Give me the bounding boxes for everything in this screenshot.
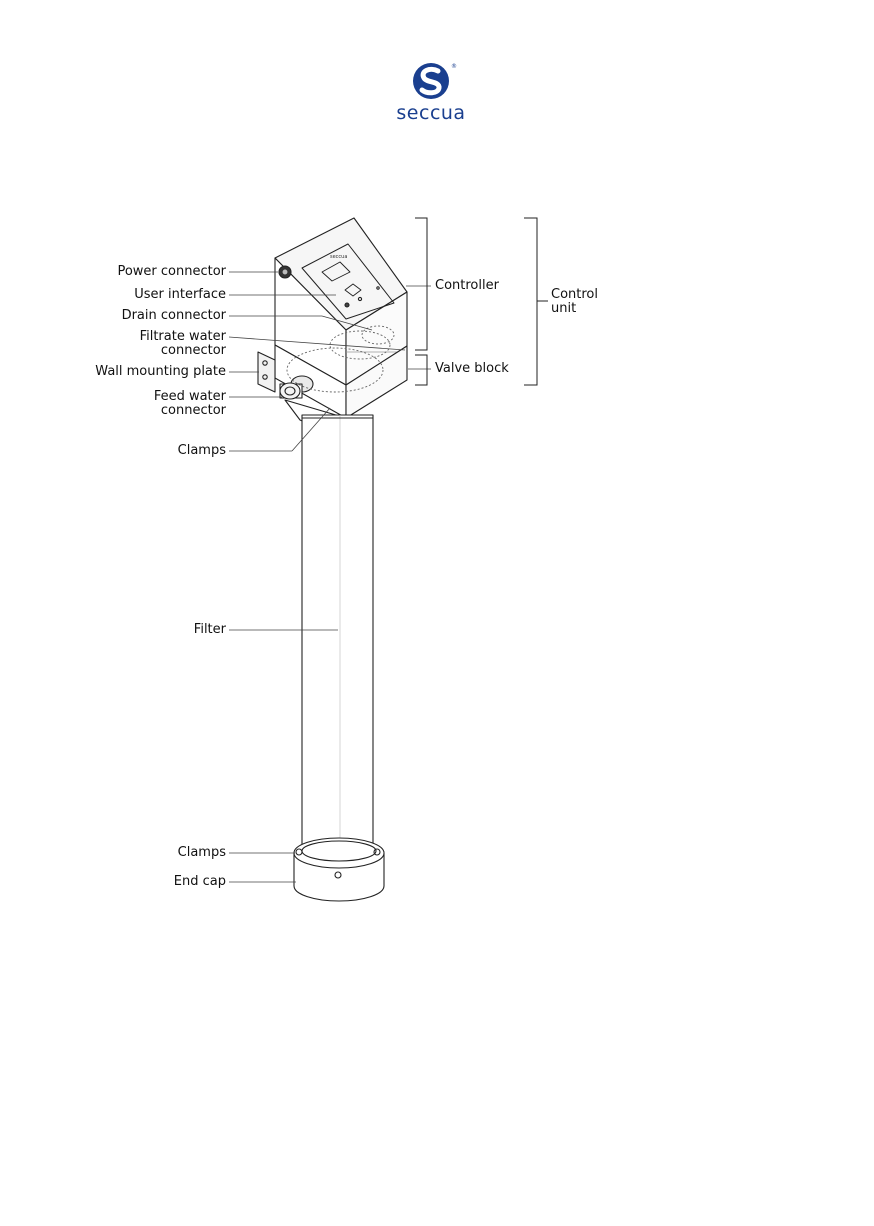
end-cap xyxy=(294,838,384,901)
label-end-cap: End cap xyxy=(60,875,226,889)
label-filtrate-water-1: Filtrate water xyxy=(60,330,226,344)
label-power-connector: Power connector xyxy=(60,265,226,279)
label-filter: Filter xyxy=(60,623,226,637)
filter-column xyxy=(302,415,373,851)
power-connector xyxy=(279,266,291,278)
valve-block-bracket xyxy=(415,355,427,385)
controller-bracket xyxy=(415,218,427,350)
svg-text:seccua: seccua xyxy=(330,254,347,260)
label-feed-water-1: Feed water xyxy=(60,390,226,404)
label-feed-water-2: connector xyxy=(60,404,226,418)
wall-mounting-plate xyxy=(258,352,275,392)
label-control-unit-2: unit xyxy=(551,302,576,316)
label-drain-connector: Drain connector xyxy=(60,309,226,323)
label-wall-mounting-plate: Wall mounting plate xyxy=(40,365,226,379)
label-valve-block: Valve block xyxy=(435,362,509,376)
label-clamps-bottom: Clamps xyxy=(60,846,226,860)
label-filtrate-water-2: connector xyxy=(60,344,226,358)
control-unit-bracket xyxy=(524,218,537,385)
label-clamps-top: Clamps xyxy=(60,444,226,458)
brackets xyxy=(415,218,548,385)
label-user-interface: User interface xyxy=(60,288,226,302)
label-controller: Controller xyxy=(435,279,499,293)
label-control-unit-1: Control xyxy=(551,288,598,302)
